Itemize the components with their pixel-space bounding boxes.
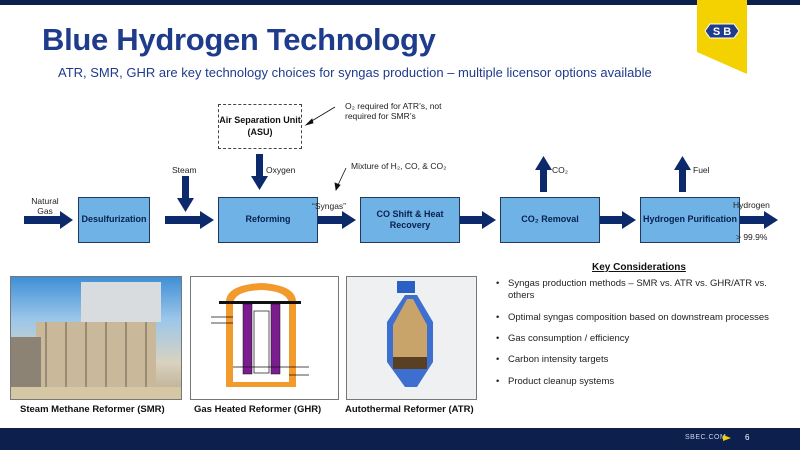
footer-bar <box>0 428 800 450</box>
label-co2: CO₂ <box>552 165 569 175</box>
note-o2: O₂ required for ATR’s, not required for … <box>345 101 442 122</box>
list-item: Gas consumption / efficiency <box>490 333 790 346</box>
mixture-note-pointer <box>337 167 347 186</box>
box-hydrogen-purification: Hydrogen Purification <box>640 197 740 243</box>
label-oxygen: Oxygen <box>266 165 296 175</box>
box-co2-removal: CO₂ Removal <box>500 197 600 243</box>
page-subtitle: ATR, SMR, GHR are key technology choices… <box>58 65 652 80</box>
caption-ghr: Gas Heated Reformer (GHR) <box>194 404 322 415</box>
label-hydrogen: Hydrogen <box>733 200 770 210</box>
key-considerations-title: Key Considerations <box>592 262 686 273</box>
footer-url-link[interactable]: SBEC.COM <box>685 434 727 441</box>
label-syngas: “Syngas” <box>312 201 347 211</box>
box-reforming: Reforming <box>218 197 318 243</box>
top-bar <box>0 0 800 5</box>
label-purity: > 99.9% <box>736 232 768 242</box>
list-item: Carbon intensity targets <box>490 354 790 367</box>
flag-icon <box>723 435 731 441</box>
smr-photo <box>10 276 182 400</box>
label-natural-gas: Natural Gas <box>31 196 59 217</box>
box-co-shift: CO Shift & Heat Recovery <box>360 197 460 243</box>
list-item: Product cleanup systems <box>490 376 790 389</box>
sb-logo: S B <box>697 0 747 74</box>
label-steam: Steam <box>172 165 197 175</box>
page-title: Blue Hydrogen Technology <box>42 22 436 57</box>
arrow-desulf-to-reform <box>165 211 214 229</box>
page-number: 6 <box>745 433 750 442</box>
key-considerations-list: Syngas production methods – SMR vs. ATR … <box>490 278 790 397</box>
note-mixture: Mixture of H₂, CO, & CO₂ <box>351 161 447 171</box>
arrow-steam <box>177 176 194 212</box>
list-item: Syngas production methods – SMR vs. ATR … <box>490 278 790 303</box>
list-item: Optimal syngas composition based on down… <box>490 312 790 325</box>
caption-smr: Steam Methane Reformer (SMR) <box>20 404 165 415</box>
arrow-fuel <box>674 156 691 192</box>
caption-atr: Autothermal Reformer (ATR) <box>345 404 474 415</box>
box-asu: Air Separation Unit (ASU) <box>218 104 302 149</box>
o2-note-pointer <box>309 106 336 123</box>
arrow-co2-out <box>535 156 552 192</box>
box-desulfurization: Desulfurization <box>78 197 150 243</box>
atr-image <box>346 276 477 400</box>
ghr-diagram <box>190 276 339 400</box>
svg-text:S B: S B <box>713 26 731 38</box>
label-fuel: Fuel <box>693 165 710 175</box>
